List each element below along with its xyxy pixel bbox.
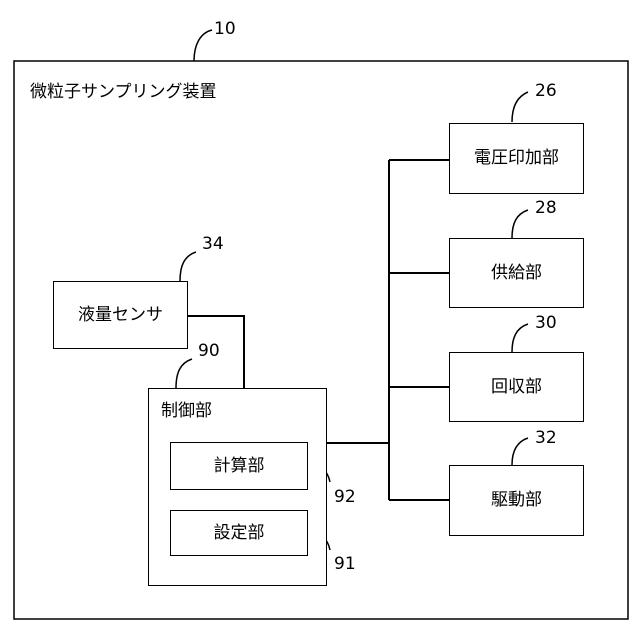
voltage-unit-label: 電圧印加部	[474, 150, 559, 167]
calc-unit-label: 計算部	[214, 458, 265, 475]
device-ref-leader	[194, 30, 212, 61]
control-ref-leader	[176, 359, 192, 388]
device-title: 微粒子サンプリング装置	[30, 84, 217, 101]
control-unit-label: 制御部	[161, 403, 212, 420]
supply-unit-label: 供給部	[491, 265, 542, 282]
recovery-unit-box: 回収部	[449, 352, 584, 422]
voltage-unit-box: 電圧印加部	[449, 123, 584, 194]
drive-ref-leader	[512, 438, 528, 465]
voltage-unit-ref: 26	[535, 83, 557, 100]
calc-unit-ref: 92	[334, 489, 356, 506]
recovery-unit-ref: 30	[535, 315, 557, 332]
device-ref: 10	[214, 21, 236, 38]
drive-unit-ref: 32	[535, 430, 557, 447]
recovery-ref-leader	[512, 324, 528, 352]
setting-unit-ref: 91	[334, 556, 356, 573]
control-unit-ref: 90	[198, 343, 220, 360]
drive-unit-label: 駆動部	[491, 492, 542, 509]
liquid-sensor-label: 液量センサ	[78, 307, 163, 324]
sensor-ref-leader	[180, 252, 196, 281]
supply-ref-leader	[512, 210, 528, 238]
setting-unit-label: 設定部	[214, 525, 265, 542]
supply-unit-box: 供給部	[449, 238, 584, 308]
liquid-sensor-ref: 34	[202, 236, 224, 253]
recovery-unit-label: 回収部	[491, 379, 542, 396]
calc-unit-box: 計算部	[170, 442, 308, 490]
voltage-ref-leader	[512, 92, 528, 122]
supply-unit-ref: 28	[535, 200, 557, 217]
liquid-sensor-box: 液量センサ	[53, 281, 188, 349]
setting-unit-box: 設定部	[170, 510, 308, 556]
drive-unit-box: 駆動部	[449, 465, 584, 536]
